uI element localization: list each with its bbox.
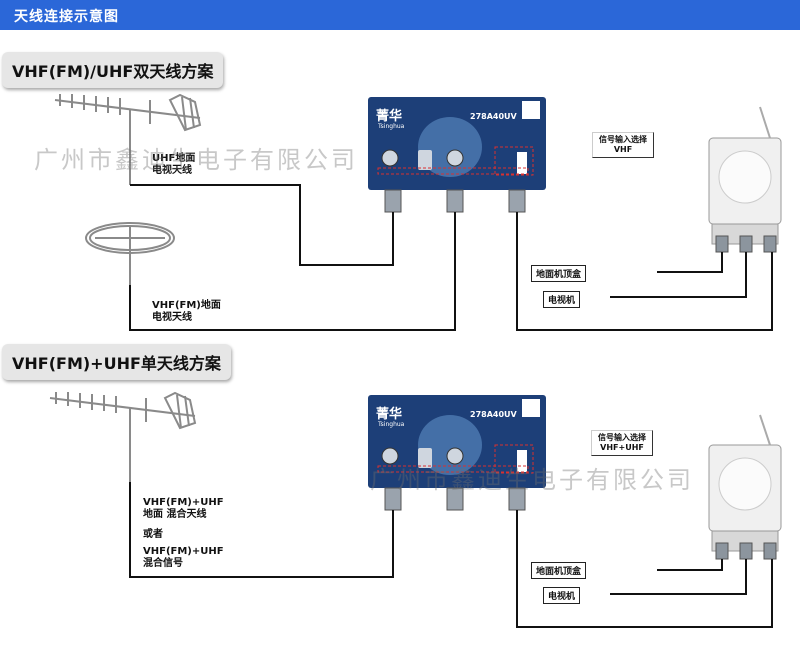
- uhf-antenna-label-line2: 电视天线: [152, 165, 192, 176]
- mixed-antenna-label: VHF(FM)+UHF 地面 混合天线: [143, 497, 224, 521]
- tv-label-1: 电视机: [543, 291, 581, 308]
- vhf-antenna-label-line1: VHF(FM)地面: [152, 300, 221, 311]
- vhf-antenna-icon: [85, 222, 175, 285]
- header-bar: 天线连接示意图: [0, 0, 800, 30]
- amplifier-2: [368, 395, 546, 511]
- mixed-signal-label-line1: VHF(FM)+UHF: [143, 546, 224, 557]
- mixed-antenna-label-line1: VHF(FM)+UHF: [143, 497, 224, 508]
- wires-scheme-1: [129, 184, 773, 331]
- amp-1-brand: 菁华: [376, 109, 403, 124]
- selector-2-line2: VHF+UHF: [600, 443, 644, 452]
- mixed-antenna-label-line2: 地面 混合天线: [143, 509, 207, 520]
- mixed-signal-label: VHF(FM)+UHF 混合信号: [143, 546, 224, 570]
- uhf-antenna-label-line1: UHF地面: [152, 153, 196, 164]
- tv-outlet-2: [708, 414, 782, 560]
- selector-1-line2: VHF: [613, 145, 633, 154]
- amp-1-brand-pinyin: Tsinghua: [378, 123, 405, 130]
- tv-outlet-1: [708, 106, 782, 253]
- uhf-antenna-icon: [54, 93, 202, 185]
- amp-2-model: 278A40UV: [470, 410, 517, 419]
- signal-selector-label-2: 信号输入选择 VHF+UHF: [591, 430, 653, 456]
- selector-2-line1: 信号输入选择: [598, 433, 646, 442]
- stb-label-1: 地面机顶盒: [531, 265, 587, 282]
- scheme-2-tag: VHF(FM)+UHF单天线方案: [2, 344, 231, 380]
- amp-2-brand: 菁华: [376, 407, 403, 422]
- signal-selector-label-1: 信号输入选择 VHF: [592, 132, 654, 158]
- page-title: 天线连接示意图: [14, 9, 119, 25]
- or-label: 或者: [143, 529, 163, 540]
- stb-label-2: 地面机顶盒: [531, 562, 587, 579]
- selector-1-line1: 信号输入选择: [599, 135, 647, 144]
- mixed-signal-label-line2: 混合信号: [143, 558, 183, 569]
- wires-scheme-2: [129, 482, 773, 628]
- amplifier-1: [368, 97, 546, 213]
- vhf-antenna-label: VHF(FM)地面 电视天线: [152, 300, 221, 324]
- mixed-antenna-icon: [49, 391, 197, 482]
- vhf-antenna-label-line2: 电视天线: [152, 312, 192, 323]
- scheme-1-tag: VHF(FM)/UHF双天线方案: [2, 52, 224, 88]
- uhf-antenna-label: UHF地面 电视天线: [152, 153, 195, 177]
- watermark-1: 广州市鑫迪生电子有限公司: [34, 146, 358, 174]
- amp-1-model: 278A40UV: [470, 112, 517, 121]
- amp-2-brand-pinyin: Tsinghua: [378, 421, 405, 428]
- tv-label-2: 电视机: [543, 587, 581, 604]
- watermark-2: 广州市鑫迪生电子有限公司: [370, 466, 694, 494]
